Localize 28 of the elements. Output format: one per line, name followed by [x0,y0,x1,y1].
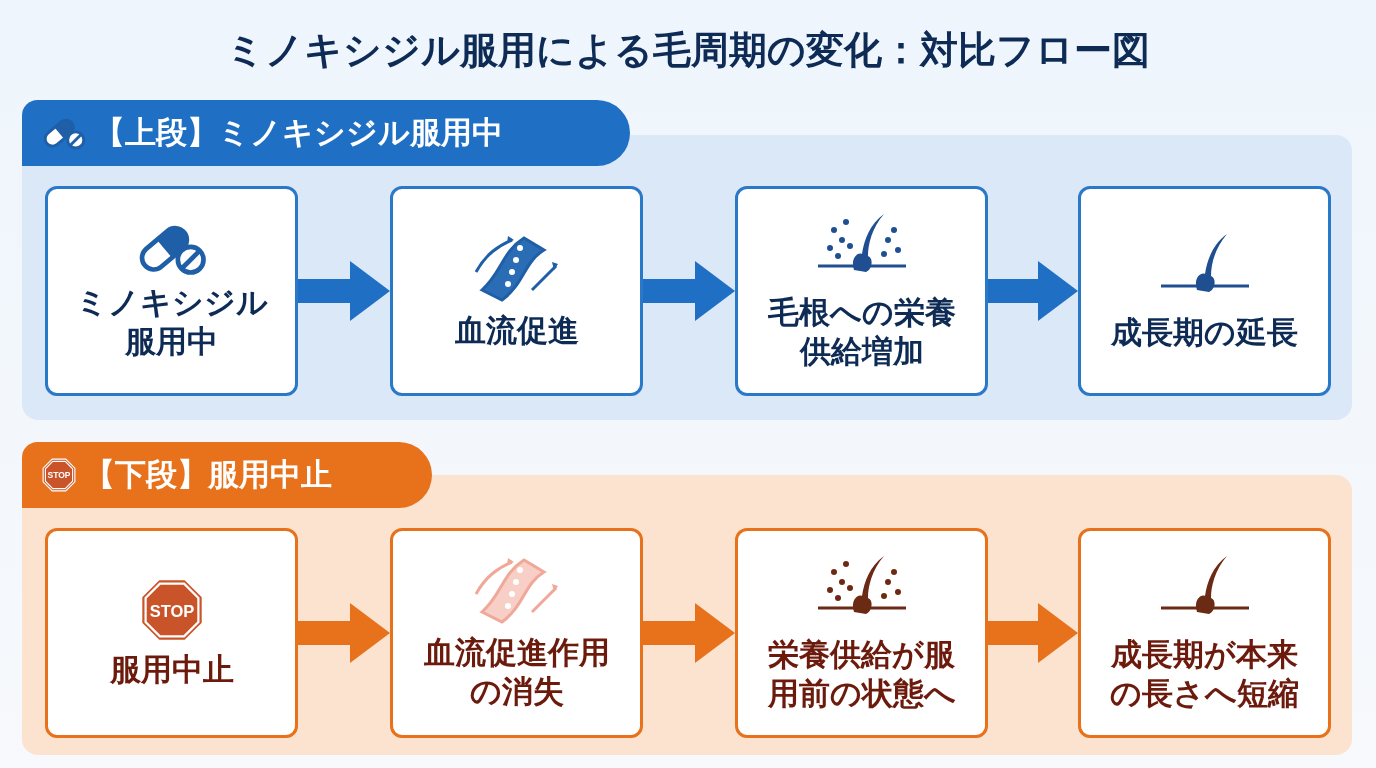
flow-arrow [988,261,1078,321]
section-band [22,442,1352,755]
step-box [735,528,988,738]
stop-sign-icon: STOP [42,458,76,492]
flow-arrow [298,261,390,321]
section-band [22,100,1352,420]
step-text: ミノキシジル服用中 [74,284,269,361]
step-box [45,528,298,738]
step-box [390,528,643,738]
step-text: 血流促進作用の消失 [422,634,611,711]
step-text: 栄養供給が服用前の状態へ [766,636,957,713]
step-text: 成長期が本来の長さへ短縮 [1109,636,1300,713]
step-text: 血流促進 [453,311,580,350]
flow-arrow [643,261,735,321]
flow-arrow [988,603,1078,663]
flow-arrow [643,603,735,663]
section-heading: 【下段】服用中止 [84,455,332,494]
section-heading: 【上段】ミノキシジル服用中 [94,113,503,152]
step-box [1078,186,1331,396]
step-text: 服用中止 [108,650,235,689]
flow-arrow [298,603,390,663]
step-box [45,186,298,396]
step-text: 成長期の延長 [1110,313,1299,352]
step-box [1078,528,1331,738]
step-box [735,186,988,396]
step-box [390,186,643,396]
diagram-title: ミノキシジル服用による毛周期の変化：対比フロー図 [225,28,1151,73]
step-text: 毛根への栄養供給増加 [766,294,957,371]
